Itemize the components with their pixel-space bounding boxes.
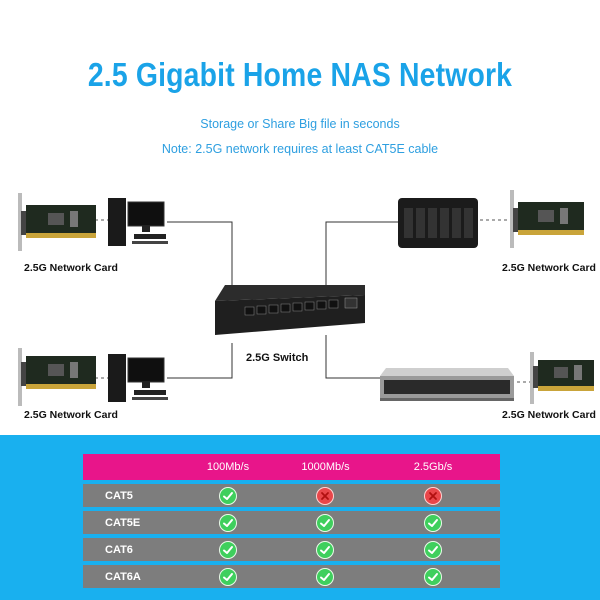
column-header: 2.5Gb/s — [413, 461, 453, 473]
check-icon — [219, 567, 237, 586]
table-row: CAT5 — [83, 484, 500, 507]
check-icon — [316, 567, 334, 586]
wire-nas — [325, 221, 398, 288]
switch-label: 2.5G Switch — [246, 352, 309, 364]
network-card-icon — [18, 193, 96, 251]
check-icon — [219, 540, 237, 559]
table-row: CAT6A — [83, 565, 500, 588]
network-card-icon — [530, 352, 594, 404]
column-header: 100Mb/s — [206, 461, 250, 473]
cross-icon — [316, 486, 334, 505]
network-card-label: 2.5G Network Card — [24, 409, 118, 421]
check-icon — [316, 513, 334, 532]
check-icon — [424, 513, 442, 532]
wire-pc-top — [167, 221, 233, 293]
cable-type-label: CAT5 — [105, 489, 133, 502]
cross-icon — [424, 486, 442, 505]
table-row: CAT6 — [83, 538, 500, 561]
page-title: 2.5 Gigabit Home NAS Network — [87, 56, 513, 93]
nas-device-icon — [398, 198, 478, 248]
subtitle-note: Note: 2.5G network requires at least CAT… — [161, 142, 439, 156]
network-card-label: 2.5G Network Card — [502, 262, 596, 274]
column-header: 1000Mb/s — [301, 461, 350, 473]
subtitle-storage: Storage or Share Big file in seconds — [200, 117, 400, 131]
check-icon — [424, 540, 442, 559]
cable-type-label: CAT5E — [105, 516, 141, 529]
table-row: CAT5E — [83, 511, 500, 534]
desktop-pc-icon — [108, 198, 168, 246]
rack-server-icon — [380, 368, 514, 401]
network-diagram — [18, 190, 594, 406]
network-card-icon — [510, 190, 584, 248]
network-card-icon — [18, 348, 96, 406]
check-icon — [316, 540, 334, 559]
wire-pc-bottom — [167, 343, 233, 379]
check-icon — [219, 486, 237, 505]
table-header: 100Mb/s 1000Mb/s 2.5Gb/s — [83, 454, 500, 480]
cable-type-label: CAT6A — [105, 570, 141, 583]
network-card-label: 2.5G Network Card — [24, 262, 118, 274]
cable-type-label: CAT6 — [105, 543, 133, 556]
check-icon — [219, 513, 237, 532]
network-card-label: 2.5G Network Card — [502, 409, 596, 421]
network-switch-icon — [215, 285, 365, 335]
check-icon — [424, 567, 442, 586]
desktop-pc-icon — [108, 354, 168, 402]
wire-server — [325, 335, 380, 379]
